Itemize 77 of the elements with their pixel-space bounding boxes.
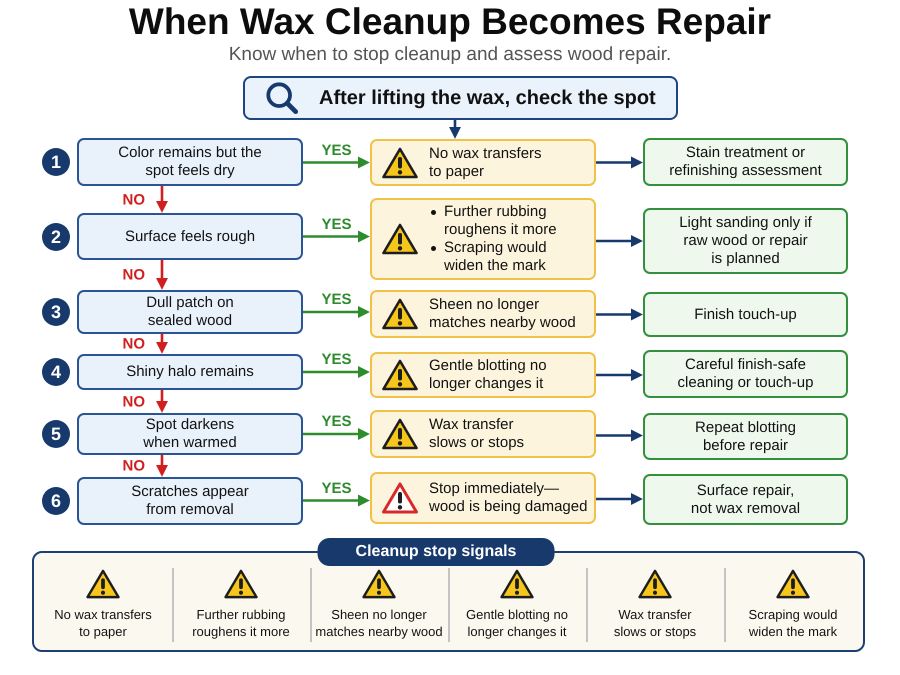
step-number: 2	[42, 222, 70, 250]
outcome-text: Surface repair, not wax removal	[690, 482, 800, 518]
question-text: Color remains but the spot feels dry	[117, 144, 263, 180]
warning-box	[370, 472, 596, 524]
outcome-box	[643, 474, 848, 525]
step-number: 4	[42, 358, 70, 386]
warning-box	[370, 352, 596, 398]
signal-text: Wax transfer slows or stops	[612, 606, 698, 640]
subtitle: Know when to stop cleanup and assess wood repair.	[228, 43, 672, 66]
warning-box	[370, 290, 596, 338]
arrow	[156, 390, 168, 413]
arrow	[596, 235, 643, 247]
outcome-text: Repeat blotting before repair	[694, 418, 797, 454]
outcome-text: Finish touch-up	[694, 306, 797, 324]
signal-text: Gentle blotting no longer changes it	[465, 606, 569, 640]
step-number: 6	[42, 487, 70, 515]
arrow	[596, 493, 643, 505]
arrow	[596, 308, 643, 320]
arrow	[303, 156, 370, 168]
outcome-box	[643, 350, 848, 398]
outcome-box	[643, 138, 848, 186]
arrow	[303, 366, 370, 378]
question-box	[77, 477, 303, 525]
outcome-text: Light sanding only if raw wood or repair is planned	[678, 214, 813, 268]
arrow	[596, 156, 643, 168]
bullet-text: Scraping would widen the mark	[444, 239, 548, 275]
edge-label: YES	[320, 142, 354, 158]
title: When Wax Cleanup Becomes Repair	[128, 0, 772, 44]
question-text: Spot darkens when warmed	[142, 416, 238, 452]
arrow	[596, 369, 643, 381]
arrow	[156, 334, 168, 354]
signal-text: No wax transfers to paper	[53, 606, 153, 640]
signal-text: Sheen no longer matches nearby wood	[314, 606, 444, 640]
arrow	[303, 494, 370, 506]
question-text: Dull patch on sealed wood	[145, 294, 235, 330]
edge-label: YES	[320, 216, 354, 232]
arrow	[303, 428, 370, 440]
signal-text: Scraping would widen the mark	[748, 606, 838, 640]
step-number: 3	[42, 298, 70, 326]
step-number: 5	[42, 420, 70, 448]
outcome-box	[643, 208, 848, 274]
question-box	[77, 354, 303, 390]
warning-text: Stop immediately—wood is being damaged	[429, 480, 588, 516]
step-number: 1	[42, 148, 70, 176]
edge-label: NO	[120, 191, 147, 208]
arrow	[156, 455, 168, 477]
edge-label: NO	[120, 393, 147, 410]
outcome-box	[643, 292, 848, 337]
question-text: Shiny halo remains	[126, 363, 254, 381]
edge-label: YES	[320, 480, 354, 496]
warning-text: Wax transfer slows or stops	[429, 416, 526, 452]
warning-text: No wax transfers to paper	[429, 144, 543, 180]
arrow	[449, 120, 461, 139]
arrow	[303, 230, 370, 242]
outcome-text: Stain treatment or refinishing assessment	[668, 144, 823, 180]
bullet-text: Further rubbing roughens it more	[444, 203, 558, 239]
signal-text: Further rubbing roughens it more	[191, 606, 291, 640]
question-text: Scratches appear from removal	[130, 483, 250, 519]
warning-box	[370, 198, 596, 280]
arrow	[596, 430, 643, 442]
warning-box	[370, 139, 596, 186]
warning-box	[370, 410, 596, 458]
question-box	[77, 413, 303, 455]
prompt-box	[243, 76, 678, 120]
panel-heading: Cleanup stop signals	[318, 538, 554, 566]
warning-text: Gentle blotting no longer changes it	[429, 357, 548, 393]
arrow	[156, 260, 168, 290]
question-box	[77, 213, 303, 260]
prompt-text: After lifting the wax, check the spot	[319, 86, 656, 110]
question-box	[77, 138, 303, 186]
arrow	[303, 306, 370, 318]
outcome-box	[643, 413, 848, 460]
question-text: Surface feels rough	[124, 228, 256, 246]
outcome-text: Careful finish-safe cleaning or touch-up	[676, 356, 814, 392]
question-box	[77, 290, 303, 334]
arrow	[156, 186, 168, 213]
warning-text: Sheen no longer matches nearby wood	[429, 296, 577, 332]
